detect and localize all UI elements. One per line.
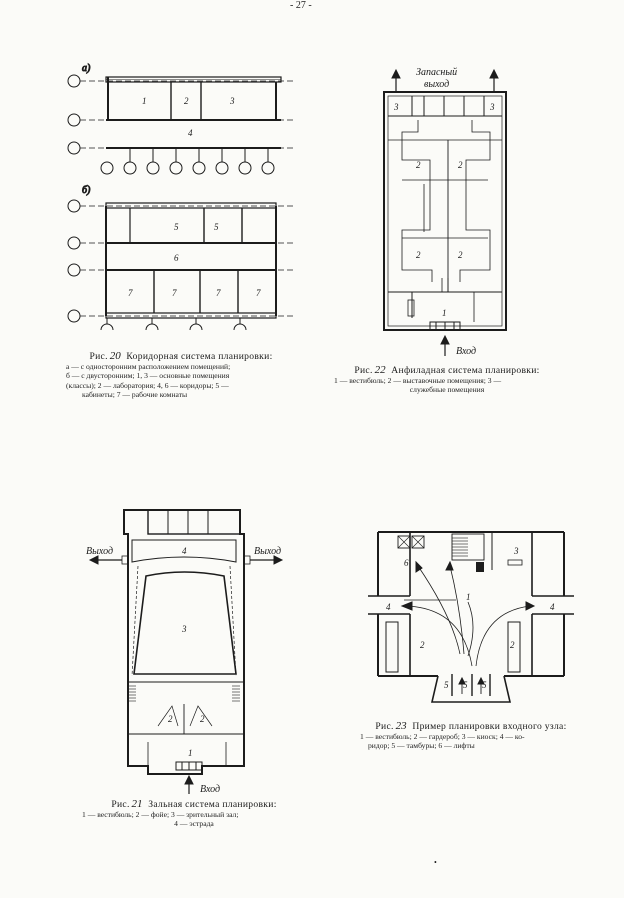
fig23-label: 5 bbox=[482, 680, 487, 690]
fig22-label: 2 bbox=[458, 250, 463, 260]
caption-number: 23 bbox=[395, 720, 407, 732]
caption-line: б — с двусторонним; 1, 3 — основные поме… bbox=[66, 371, 230, 380]
caption-number: 22 bbox=[374, 364, 386, 376]
fig20-label: 2 bbox=[184, 96, 189, 106]
caption-number: 20 bbox=[109, 350, 121, 362]
figure-21-hall-plan: Выход Выход 4 3 2 2 1 Вход bbox=[86, 509, 284, 794]
fig21-label: 2 bbox=[168, 714, 173, 724]
figure-23-caption: Рис. 23 Пример планировки входного узла:… bbox=[360, 720, 582, 751]
figure-22-enfilade-plan: Запасный выход 3 3 2 2 2 2 1 Вход bbox=[383, 67, 507, 357]
figure-21-caption: Рис. 21 Зальная система планировки: 1 — … bbox=[82, 798, 306, 829]
fig21-label: 2 bbox=[200, 714, 205, 724]
fig22-label: 3 bbox=[393, 102, 399, 112]
fig20-label: 6 bbox=[174, 253, 179, 263]
fig23-label: 1 bbox=[466, 592, 471, 602]
caption-line: кабинеты; 7 — рабочие комнаты bbox=[82, 390, 188, 399]
caption-prefix: Рис. bbox=[89, 351, 108, 362]
caption-line: ридор; 5 — тамбуры; 6 — лифты bbox=[368, 741, 475, 750]
caption-line: 1 — вестибюль; 2 — выставочные помещения… bbox=[334, 375, 502, 385]
fig23-label: 2 bbox=[420, 640, 425, 650]
caption-line: 4 — эстрада bbox=[174, 819, 214, 828]
fig20-label: 7 bbox=[256, 288, 261, 298]
fig23-label: 2 bbox=[510, 640, 515, 650]
page-number: - 27 - bbox=[290, 0, 312, 11]
caption-title: Анфиладная система планировки: bbox=[391, 365, 540, 376]
caption-prefix: Рис. bbox=[354, 365, 373, 376]
fig21-exit-right: Выход bbox=[254, 546, 281, 557]
fig23-label: 5 bbox=[463, 680, 468, 690]
fig21-label: 3 bbox=[181, 624, 187, 634]
fig20-label: 5 bbox=[174, 222, 179, 232]
fig22-exit-label: выход bbox=[424, 79, 449, 90]
figure-20-caption: Рис. 20 Коридорная система планировки: а… bbox=[66, 350, 296, 400]
caption-line: служебные помещения bbox=[409, 385, 485, 394]
fig21-exit-left: Выход bbox=[86, 546, 113, 557]
fig23-label: 4 bbox=[386, 602, 391, 612]
fig20-sub-a: а) bbox=[82, 63, 91, 74]
figure-20-corridor-plan: а) б) bbox=[67, 63, 296, 330]
fig22-label: 2 bbox=[416, 160, 421, 170]
fig20-label: 1 bbox=[142, 96, 147, 106]
caption-title: Зальная система планировки: bbox=[148, 799, 277, 810]
fig20-label: 7 bbox=[128, 288, 133, 298]
fig21-label: 1 bbox=[188, 748, 193, 758]
caption-prefix: Рис. bbox=[111, 799, 130, 810]
fig22-exit-label: Запасный bbox=[416, 67, 457, 78]
fig20-label: 7 bbox=[216, 288, 221, 298]
fig22-entry-label: Вход bbox=[456, 346, 476, 357]
fig20-label: 5 bbox=[214, 222, 219, 232]
fig23-label: 4 bbox=[550, 602, 555, 612]
fig23-label: 3 bbox=[513, 546, 519, 556]
caption-title: Пример планировки входного узла: bbox=[412, 721, 567, 732]
fig20-label: 4 bbox=[188, 128, 193, 138]
caption-number: 21 bbox=[131, 798, 143, 810]
fig20-sub-b: б) bbox=[82, 185, 91, 196]
fig21-entry-label: Вход bbox=[200, 784, 220, 794]
figure-23-entrance-plan: 1 2 2 3 4 4 5 5 5 6 bbox=[368, 531, 574, 703]
bottom-mark: • bbox=[434, 858, 437, 867]
fig22-label: 2 bbox=[416, 250, 421, 260]
caption-line: 1 — вестибюль; 2 — фойе; 3 — зрительный … bbox=[82, 809, 239, 819]
fig20-label: 3 bbox=[229, 96, 235, 106]
figure-22-caption: Рис. 22 Анфиладная система планировки: 1… bbox=[334, 364, 560, 395]
fig22-label: 1 bbox=[442, 308, 447, 318]
fig21-label: 4 bbox=[182, 546, 187, 556]
caption-prefix: Рис. bbox=[375, 721, 394, 732]
caption-line: а — с односторонним расположением помеще… bbox=[66, 361, 231, 371]
fig23-label: 6 bbox=[404, 558, 409, 568]
fig22-label: 3 bbox=[489, 102, 495, 112]
caption-title: Коридорная система планировки: bbox=[126, 351, 273, 362]
fig22-label: 2 bbox=[458, 160, 463, 170]
caption-line: (классы); 2 — лаборатория; 4, 6 — коридо… bbox=[66, 380, 229, 390]
fig20-label: 7 bbox=[172, 288, 177, 298]
caption-line: 1 — вестибюль; 2 — гардероб; 3 — киоск; … bbox=[360, 731, 525, 741]
fig23-label: 5 bbox=[444, 680, 449, 690]
